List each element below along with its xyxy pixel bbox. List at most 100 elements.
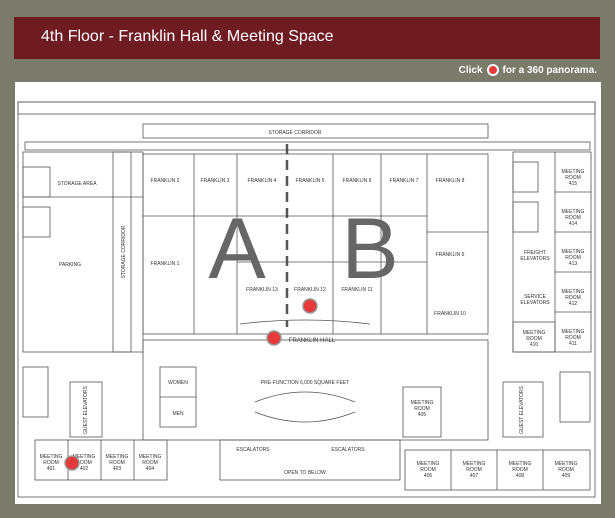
floor-plan-drawing: STORAGE CORRIDOR STORAGE CORRIDOR STORAG…: [17, 101, 596, 498]
svg-text:MEETING: MEETING: [106, 454, 129, 460]
franklin-1-label: FRANKLIN 1: [151, 261, 180, 267]
women-label: WOMEN: [168, 380, 188, 386]
escalators-right-label: ESCALATORS: [331, 447, 365, 453]
svg-text:ROOM: ROOM: [76, 460, 92, 466]
svg-text:402: 402: [80, 466, 89, 472]
header-bar: 4th Floor - Franklin Hall & Meeting Spac…: [14, 17, 600, 59]
section-b-letter: B: [341, 201, 398, 297]
franklin-12-label: FRANKLIN 12: [294, 287, 326, 293]
hint-prefix: Click: [458, 64, 483, 76]
svg-text:ROOM: ROOM: [420, 467, 436, 473]
svg-text:MEETING: MEETING: [463, 461, 486, 467]
svg-text:403: 403: [113, 466, 122, 472]
franklin-5-label: FRANKLIN 5: [296, 178, 325, 184]
franklin-2-label: FRANKLIN 2: [151, 178, 180, 184]
franklin-10-label: FRANKLIN 10: [434, 311, 466, 317]
franklin-8-label: FRANKLIN 8: [436, 178, 465, 184]
hint-suffix: for a 360 panorama.: [502, 64, 597, 76]
storage-corridor-top-label: STORAGE CORRIDOR: [269, 130, 322, 136]
floor-plan: STORAGE CORRIDOR STORAGE CORRIDOR STORAG…: [15, 82, 601, 504]
open-below-label: OPEN TO BELOW: [284, 470, 326, 476]
svg-text:ROOM: ROOM: [565, 255, 581, 261]
service-label: SERVICE: [524, 294, 547, 300]
svg-text:405: 405: [418, 412, 427, 418]
svg-text:MEETING: MEETING: [562, 209, 585, 215]
panorama-hotspot-franklin-hall[interactable]: [266, 330, 282, 346]
parking-label: PARKING: [59, 262, 81, 268]
franklin-4-label: FRANKLIN 4: [248, 178, 277, 184]
svg-text:ROOM: ROOM: [512, 467, 528, 473]
svg-text:414: 414: [569, 221, 578, 227]
panorama-hotspot-franklin-12[interactable]: [302, 298, 318, 314]
page-title: 4th Floor - Franklin Hall & Meeting Spac…: [41, 28, 334, 45]
guest-elevators-left-label: GUEST ELEVATORS: [83, 385, 89, 433]
section-a-letter: A: [208, 201, 266, 297]
franklin-9-label: FRANKLIN 9: [436, 252, 465, 258]
prefunction-label: PRE-FUNCTION 6,000 SQUARE FEET: [261, 380, 349, 386]
svg-text:410: 410: [530, 342, 539, 348]
svg-text:MEETING: MEETING: [509, 461, 532, 467]
svg-text:ROOM: ROOM: [414, 406, 430, 412]
svg-text:MEETING: MEETING: [562, 289, 585, 295]
franklin-13-label: FRANKLIN 13: [246, 287, 278, 293]
svg-text:ROOM: ROOM: [565, 335, 581, 341]
franklin-7-label: FRANKLIN 7: [390, 178, 419, 184]
svg-text:MEETING: MEETING: [562, 169, 585, 175]
storage-area-label: STORAGE AREA: [57, 181, 97, 187]
svg-text:MEETING: MEETING: [411, 400, 434, 406]
svg-text:MEETING: MEETING: [40, 454, 63, 460]
svg-text:415: 415: [569, 181, 578, 187]
svg-text:ROOM: ROOM: [526, 336, 542, 342]
svg-text:ROOM: ROOM: [565, 295, 581, 301]
svg-text:406: 406: [424, 473, 433, 479]
service-elevators-label: ELEVATORS: [520, 300, 550, 306]
franklin-3-label: FRANKLIN 3: [201, 178, 230, 184]
svg-text:ROOM: ROOM: [109, 460, 125, 466]
svg-text:MEETING: MEETING: [555, 461, 578, 467]
franklin-11-label: FRANKLIN 11: [341, 287, 373, 293]
panorama-hotspot-meeting-room-401[interactable]: [64, 455, 80, 471]
storage-corridor-side-label: STORAGE CORRIDOR: [121, 225, 127, 278]
svg-text:ROOM: ROOM: [558, 467, 574, 473]
svg-text:407: 407: [470, 473, 479, 479]
svg-text:ROOM: ROOM: [43, 460, 59, 466]
svg-text:MEETING: MEETING: [562, 249, 585, 255]
freight-elevators-label: ELEVATORS: [520, 256, 550, 262]
svg-text:MEETING: MEETING: [73, 454, 96, 460]
svg-text:411: 411: [569, 341, 577, 347]
svg-text:MEETING: MEETING: [139, 454, 162, 460]
svg-text:ROOM: ROOM: [565, 175, 581, 181]
svg-text:409: 409: [562, 473, 571, 479]
panorama-dot-icon: [486, 64, 499, 76]
svg-text:408: 408: [516, 473, 525, 479]
franklin-hall-label: FRANKLIN HALL: [289, 338, 336, 344]
svg-text:401: 401: [47, 466, 56, 472]
svg-text:ROOM: ROOM: [565, 215, 581, 221]
men-label: MEN: [172, 411, 184, 417]
svg-text:413: 413: [569, 261, 578, 267]
svg-text:ROOM: ROOM: [466, 467, 482, 473]
svg-text:412: 412: [569, 301, 578, 307]
escalators-left-label: ESCALATORS: [236, 447, 270, 453]
svg-text:MEETING: MEETING: [523, 330, 546, 336]
franklin-6-label: FRANKLIN 6: [343, 178, 372, 184]
guest-elevators-right-label: GUEST ELEVATORS: [519, 385, 525, 433]
svg-text:404: 404: [146, 466, 155, 472]
svg-text:MEETING: MEETING: [562, 329, 585, 335]
panorama-hint: Click for a 360 panorama.: [459, 63, 597, 77]
